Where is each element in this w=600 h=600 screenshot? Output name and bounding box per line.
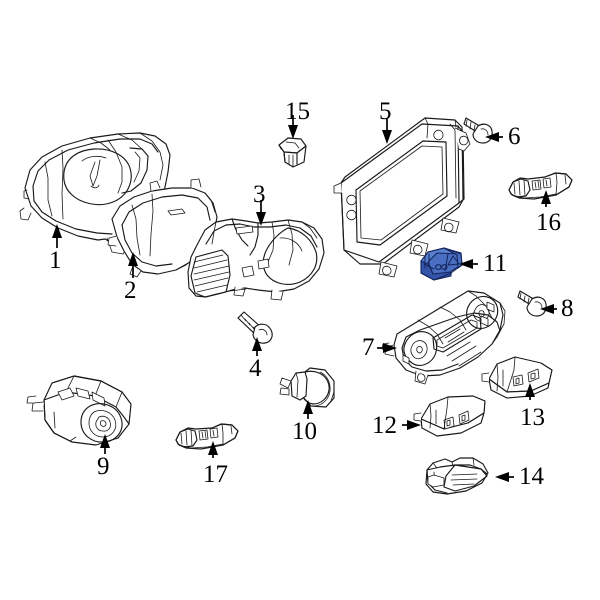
callout-number-16[interactable]: 16 <box>536 209 561 236</box>
part-7-climate-control-panel[interactable] <box>381 290 506 385</box>
callout-number-5[interactable]: 5 <box>379 98 392 125</box>
callout-number-12[interactable]: 12 <box>372 412 397 439</box>
callout-number-13[interactable]: 13 <box>520 404 545 431</box>
part-12-traction-control-switch[interactable] <box>413 395 486 437</box>
callout-number-14[interactable]: 14 <box>519 463 544 490</box>
part-5-radio-display-screen-module[interactable] <box>333 117 471 278</box>
part-3-instrument-cluster-assembly[interactable] <box>187 218 325 301</box>
callout-number-3[interactable]: 3 <box>253 181 266 208</box>
callout-number-1[interactable]: 1 <box>49 247 62 274</box>
part-4-cluster-mounting-screw[interactable] <box>237 311 273 344</box>
callout-number-10[interactable]: 10 <box>292 418 317 445</box>
callout-number-4[interactable]: 4 <box>249 355 262 382</box>
callout-number-11[interactable]: 11 <box>483 250 508 277</box>
part-2-instrument-cluster-lens-cover[interactable] <box>107 178 218 278</box>
part-15-blank-cover-plug-switch[interactable] <box>278 137 307 168</box>
part-9-headlamp-dimmer-switch[interactable] <box>26 375 132 446</box>
callout-number-17[interactable]: 17 <box>203 461 228 488</box>
part-8-climate-control-mounting-screw[interactable] <box>517 290 547 317</box>
callout-number-8[interactable]: 8 <box>561 295 574 322</box>
part-10-cigar-lighter-power-outlet[interactable] <box>279 367 335 408</box>
part-13-auxiliary-accessory-switch[interactable] <box>481 356 553 399</box>
callout-number-7[interactable]: 7 <box>362 334 375 361</box>
part-14-switch-bezel-trim-panel[interactable] <box>425 457 489 495</box>
part-6-display-mounting-screw[interactable] <box>463 117 493 144</box>
part-16-switch-retainer-bracket-right[interactable] <box>508 172 573 200</box>
part-11-hazard-warning-flasher-switch[interactable] <box>420 247 463 281</box>
callout-number-15[interactable]: 15 <box>285 98 310 125</box>
vent-hatching <box>193 254 230 293</box>
part-17-switch-retainer-bracket-left[interactable] <box>175 423 239 450</box>
callout-number-2[interactable]: 2 <box>124 277 137 304</box>
callout-number-6[interactable]: 6 <box>508 123 521 150</box>
callout-number-9[interactable]: 9 <box>97 453 110 480</box>
callout-leaders <box>52 115 557 482</box>
